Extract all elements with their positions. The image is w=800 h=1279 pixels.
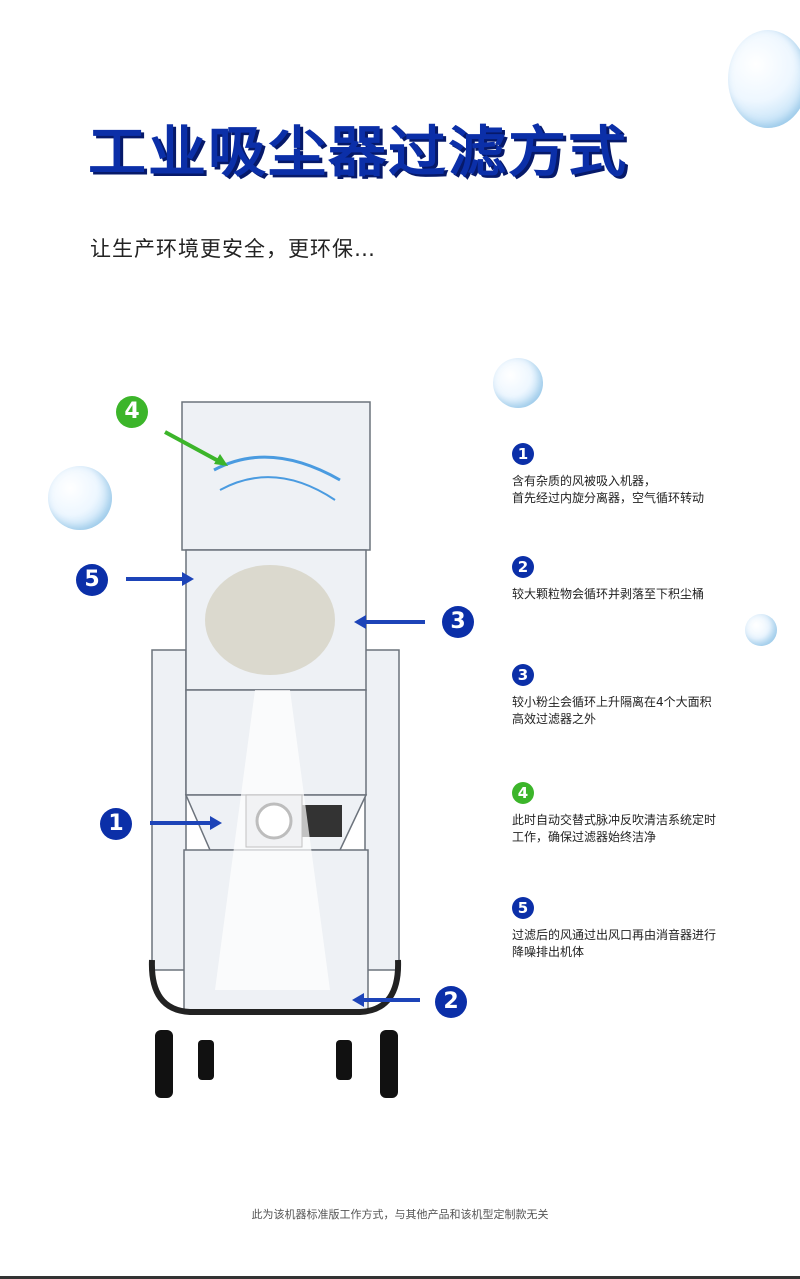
marker-5: 5	[76, 564, 108, 596]
step-2: 2 较大颗粒物会循环并剥落至下积尘桶	[512, 556, 752, 603]
step-text: 此时自动交替式脉冲反吹清洁系统定时	[512, 813, 717, 827]
step-number: 3	[512, 664, 534, 686]
step-number: 1	[512, 443, 534, 465]
step-text: 首先经过内旋分离器，空气循环转动	[512, 491, 705, 505]
step-number: 4	[512, 782, 534, 804]
left-frame	[151, 649, 187, 971]
step-text: 较小粉尘会循环上升隔离在4个大面积	[512, 695, 712, 709]
step-3: 3 较小粉尘会循环上升隔离在4个大面积 高效过滤器之外	[512, 664, 752, 728]
marker-4: 4	[116, 396, 148, 428]
step-text: 降噪排出机体	[512, 945, 585, 959]
page-title: 工业吸尘器过滤方式	[88, 119, 629, 185]
page-subtitle: 让生产环境更安全，更环保…	[90, 237, 376, 261]
dust-cloud	[205, 565, 335, 675]
marker-1: 1	[100, 808, 132, 840]
step-1: 1 含有杂质的风被吸入机器， 首先经过内旋分离器，空气循环转动	[512, 443, 752, 507]
disclaimer: 此为该机器标准版工作方式，与其他产品和该机型定制款无关	[251, 1208, 549, 1221]
bottom-divider	[0, 1276, 800, 1279]
step-text: 工作，确保过滤器始终洁净	[512, 830, 657, 844]
marker-3: 3	[442, 606, 474, 638]
step-text: 高效过滤器之外	[512, 712, 597, 726]
step-5: 5 过滤后的风通过出风口再由消音器进行 降噪排出机体	[512, 897, 752, 961]
step-number: 2	[512, 556, 534, 578]
right-frame	[364, 649, 400, 971]
step-text: 含有杂质的风被吸入机器，	[512, 474, 657, 488]
bubble-decoration	[493, 358, 543, 408]
bubble-decoration	[745, 614, 777, 646]
marker-2: 2	[435, 986, 467, 1018]
top-cylinder	[181, 401, 371, 551]
step-number: 5	[512, 897, 534, 919]
bubble-decoration	[728, 30, 800, 128]
bubble-decoration	[48, 466, 112, 530]
step-text: 过滤后的风通过出风口再由消音器进行	[512, 928, 717, 942]
step-text: 较大颗粒物会循环并剥落至下积尘桶	[512, 587, 705, 601]
step-4: 4 此时自动交替式脉冲反吹清洁系统定时 工作，确保过滤器始终洁净	[512, 782, 752, 846]
